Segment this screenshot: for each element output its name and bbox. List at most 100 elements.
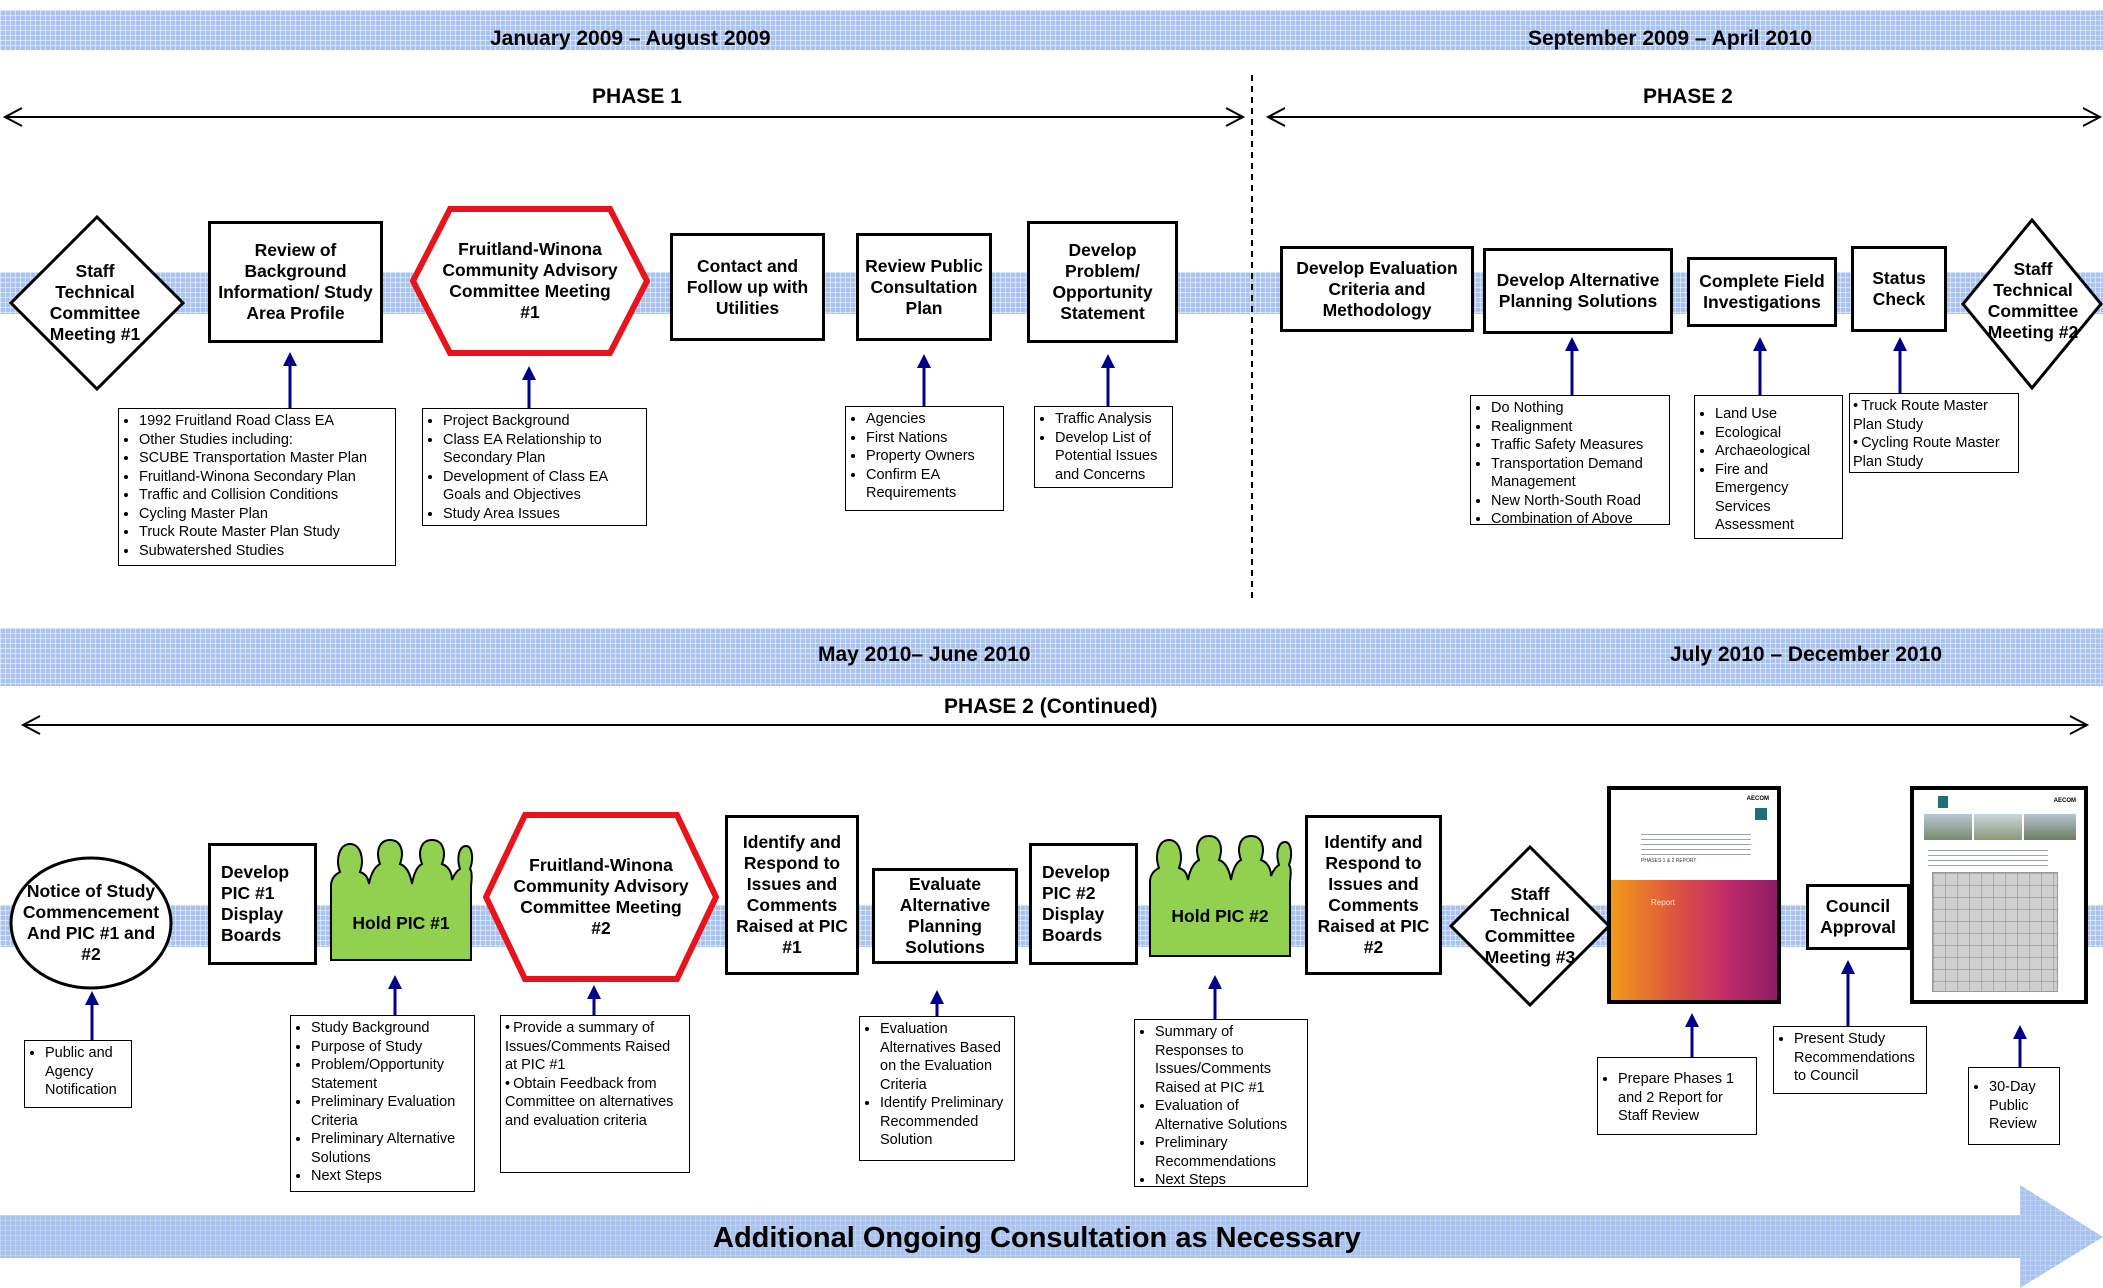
list-item: Traffic and Collision Conditions [139, 486, 389, 505]
note-review-background: 1992 Fruitland Road Class EA Other Studi… [118, 408, 396, 566]
list-item: Combination of Above [1491, 510, 1663, 529]
period-label-4: July 2010 – December 2010 [1670, 643, 1943, 666]
arrow-fw-2 [587, 985, 601, 1015]
note-evaluate: Evaluation Alternatives Based on the Eva… [859, 1016, 1015, 1161]
note-complete-field: Land Use Ecological Archaeological Fire … [1694, 395, 1843, 539]
notice-ellipse [9, 856, 173, 990]
list-item: Ecological [1715, 424, 1836, 443]
review-doc-logo [1938, 796, 1948, 808]
council-approval-box: Council Approval [1806, 884, 1910, 950]
review-doc-text-lines [1928, 846, 2048, 868]
review-doc-map [1932, 872, 2058, 992]
period-label-2: September 2009 – April 2010 [1528, 27, 1813, 50]
phase-divider-line [1251, 75, 1253, 600]
list-item: Preliminary Alternative Solutions [311, 1130, 468, 1167]
period-label-1: January 2009 – August 2009 [490, 27, 771, 50]
list-item: Development of Class EA Goals and Object… [443, 468, 640, 505]
period-band-top [0, 10, 2103, 50]
arrow-review-public [917, 354, 931, 406]
report-cover-tag: Report [1651, 898, 1676, 907]
bottom-banner-text: Additional Ongoing Consultation as Neces… [713, 1222, 1361, 1254]
staff-meeting-2-label: Staff Technical Committee Meeting #2 [1987, 259, 2079, 342]
list-item: Preliminary Recommendations [1155, 1134, 1301, 1171]
list-item: Identify Preliminary Recommended Solutio… [880, 1094, 1008, 1150]
note-develop-problem: Traffic Analysis Develop List of Potenti… [1034, 406, 1173, 488]
list-item: Obtain Feedback from Committee on altern… [505, 1075, 683, 1131]
list-item: Confirm EA Requirements [866, 466, 997, 503]
hold-pic2-people-shape [1149, 834, 1293, 957]
note-notice: Public and Agency Notification [24, 1040, 132, 1108]
list-item: Agencies [866, 410, 997, 429]
fw-meeting-1-hexagon [410, 206, 650, 356]
note-review-public: Agencies First Nations Property Owners C… [845, 406, 1004, 511]
arrow-review-background [283, 352, 297, 408]
arrow-fw-1 [522, 366, 536, 408]
period-label-3: May 2010– June 2010 [818, 643, 1031, 666]
list-item: Class EA Relationship to Secondary Plan [443, 431, 640, 468]
develop-pic2-box: Develop PIC #2 Display Boards [1029, 843, 1138, 965]
staff-meeting-1-diamond [9, 215, 185, 391]
period-band-middle [0, 628, 2103, 686]
fw-meeting-2-label: Fruitland-Winona Community Advisory Comm… [513, 855, 689, 938]
arrow-hold-pic2 [1208, 975, 1222, 1019]
report-cover-gradient [1611, 880, 1777, 1000]
list-item: Fire and Emergency Services Assessment [1715, 461, 1836, 535]
review-public-consultation-box: Review Public Consultation Plan [856, 233, 992, 341]
phase1-label: PHASE 1 [592, 85, 682, 108]
arrow-report [1685, 1013, 1699, 1057]
phase2-continued-span-arrow [20, 715, 2090, 735]
identify-respond-2-box: Identify and Respond to Issues and Comme… [1305, 815, 1442, 975]
list-item: Fruitland-Winona Secondary Plan [139, 468, 389, 487]
list-item: 30-Day Public Review [1989, 1078, 2053, 1134]
arrow-public-review [2013, 1025, 2027, 1067]
list-item: Develop List of Potential Issues and Con… [1055, 429, 1166, 485]
note-hold-pic2: Summary of Responses to Issues/Comments … [1134, 1019, 1308, 1188]
arrow-develop-problem [1101, 354, 1115, 406]
phase2-continued-label: PHASE 2 (Continued) [944, 695, 1158, 718]
list-item: Land Use [1715, 405, 1836, 424]
list-item: Present Study Recommendations to Council [1794, 1030, 1920, 1086]
list-item: Study Background [311, 1019, 468, 1038]
list-item: Cycling Route Master Plan Study [1853, 434, 2012, 471]
staff-meeting-2-diamond [1961, 218, 2103, 390]
report-cover-brand: AECOM [1746, 796, 1769, 802]
review-doc-photo-3 [2024, 814, 2076, 840]
list-item: Study Area Issues [443, 505, 640, 524]
note-develop-alternative: Do Nothing Realignment Traffic Safety Me… [1470, 395, 1670, 527]
staff-meeting-1-label: Staff Technical Committee Meeting #1 [49, 261, 141, 344]
list-item: Preliminary Evaluation Criteria [311, 1093, 468, 1130]
develop-pic1-box: Develop PIC #1 Display Boards [208, 843, 317, 965]
list-item: New North-South Road [1491, 492, 1663, 511]
develop-evaluation-box: Develop Evaluation Criteria and Methodol… [1280, 246, 1474, 332]
develop-alternative-box: Develop Alternative Planning Solutions [1483, 248, 1673, 334]
arrow-status-check [1893, 337, 1907, 395]
note-fw-2: Provide a summary of Issues/Comments Rai… [500, 1015, 690, 1173]
staff-meeting-3-label: Staff Technical Committee Meeting #3 [1484, 884, 1576, 967]
list-item: Do Nothing [1491, 399, 1663, 418]
list-item: SCUBE Transportation Master Plan [139, 449, 389, 468]
note-status-check: Truck Route Master Plan Study Cycling Ro… [1849, 393, 2019, 473]
list-item: Property Owners [866, 447, 997, 466]
review-doc-brand: AECOM [2053, 798, 2076, 804]
list-item: Evaluation Alternatives Based on the Eva… [880, 1020, 1008, 1094]
list-item: Transportation Demand Management [1491, 455, 1663, 492]
fw-meeting-1-label: Fruitland-Winona Community Advisory Comm… [442, 239, 618, 322]
hold-pic1-label: Hold PIC #1 [352, 912, 450, 933]
bottom-arrow-banner [0, 1185, 2103, 1288]
evaluate-alternatives-box: Evaluate Alternative Planning Solutions [872, 868, 1018, 964]
note-public-review: 30-Day Public Review [1968, 1067, 2060, 1145]
arrow-develop-alternative [1565, 337, 1579, 395]
list-item: 1992 Fruitland Road Class EA [139, 412, 389, 431]
arrow-evaluate [930, 990, 944, 1016]
list-item: Project Background [443, 412, 640, 431]
develop-problem-box: Develop Problem/ Opportunity Statement [1027, 221, 1178, 343]
list-item: Subwatershed Studies [139, 542, 389, 561]
arrow-council [1841, 960, 1855, 1026]
review-doc-photo-2 [1974, 814, 2022, 840]
review-background-box: Review of Background Information/ Study … [208, 221, 383, 343]
staff-meeting-3-diamond [1449, 845, 1611, 1007]
status-check-box: Status Check [1851, 246, 1947, 332]
phase1-span-arrow [2, 107, 1246, 127]
complete-field-box: Complete Field Investigations [1687, 257, 1837, 327]
arrow-complete-field [1753, 337, 1767, 395]
